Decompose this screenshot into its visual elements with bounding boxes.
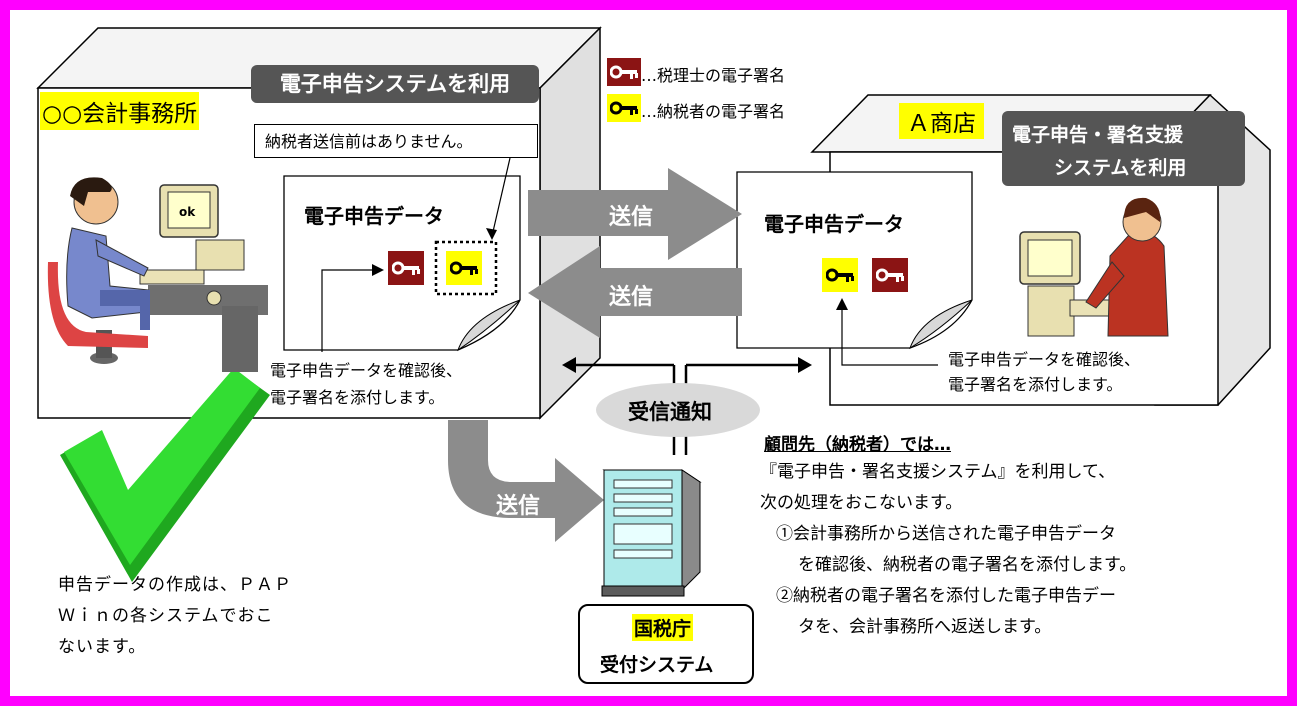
client-section-body: 『電子申告・署名支援システム』を利用して、 次の処理をおこないます。 ①会計事務…	[760, 457, 1136, 643]
client-section-heading: 顧問先（納税者）では…	[764, 435, 951, 455]
shop-doc-title: 電子申告データ	[764, 212, 904, 236]
send-back-arrow	[528, 246, 742, 338]
nta-label-line1: 国税庁	[632, 614, 694, 641]
client-item1-line1: ①会計事務所から送信された電子申告データ	[776, 524, 1116, 544]
shop-system-label: 電子申告・署名支援 システムを利用	[1002, 111, 1245, 186]
taxpayer-signature-slot	[434, 240, 498, 296]
receipt-notice-label: 受信通知	[628, 400, 712, 424]
office-name: ○○会計事務所	[40, 92, 200, 130]
office-confirm-line2: 電子署名を添付します。	[270, 388, 445, 407]
legend-taxpayer-label: …納税者の電子署名	[641, 102, 786, 121]
office-worker-illustration: ok	[47, 177, 268, 372]
shop-confirm-line1: 電子申告データを確認後、	[948, 350, 1141, 369]
legend-tax-accountant-key	[607, 58, 641, 86]
legend-taxpayer-key	[607, 94, 641, 122]
key-icon	[450, 261, 478, 275]
office-note-box: 納税者送信前はありません。	[254, 124, 538, 158]
office-confirm-line1: 電子申告データを確認後、	[270, 361, 463, 380]
server-icon	[601, 469, 702, 597]
office-doc-title: 電子申告データ	[304, 204, 444, 228]
client-item2-line2: タを、会計事務所へ返送します。	[798, 617, 1052, 637]
pap-note: 申告データの作成は、ＰＡＰ Ｗｉｎの各システムでおこ ないます。	[58, 570, 292, 663]
key-icon	[610, 65, 638, 79]
send-to-shop-label: 送信	[609, 205, 654, 230]
shop-worker-illustration	[1019, 197, 1169, 337]
office-system-label: 電子申告システムを利用	[251, 65, 539, 103]
send-to-nta-label: 送信	[496, 494, 541, 519]
send-to-shop-arrow	[528, 168, 742, 260]
svg-text:ok: ok	[179, 205, 196, 219]
shop-taxpayer-signature-key	[822, 258, 858, 292]
pap-note-line1: 申告データの作成は、ＰＡＰ	[58, 575, 292, 595]
shop-system-label-line2: システムを利用	[1054, 157, 1187, 179]
tax-accountant-signature-key	[388, 251, 424, 285]
shop-name: Ａ商店	[899, 103, 984, 139]
client-item2-line1: ②納税者の電子署名を添付した電子申告デー	[776, 586, 1116, 606]
checkmark-icon	[60, 368, 270, 582]
pap-note-line2: Ｗｉｎの各システムでおこ	[58, 606, 274, 626]
legend-tax-accountant-label: …税理士の電子署名	[641, 66, 786, 85]
key-icon	[876, 268, 904, 282]
pap-note-line3: ないます。	[58, 637, 147, 657]
key-icon	[826, 268, 854, 282]
taxpayer-signature-key	[446, 251, 482, 285]
nta-reception-system-box: 国税庁 受付システム	[578, 604, 754, 684]
client-item1-line2: を確認後、納税者の電子署名を添付します。	[798, 555, 1137, 575]
send-to-nta-arrow	[448, 420, 604, 542]
shop-tax-accountant-signature-key	[872, 258, 908, 292]
client-section-line1: 『電子申告・署名支援システム』を利用して、	[760, 462, 1116, 482]
key-icon	[610, 101, 638, 115]
receipt-notice-bubble	[596, 383, 760, 437]
send-back-label: 送信	[609, 285, 654, 310]
shop-system-label-line1: 電子申告・署名支援	[1012, 124, 1184, 146]
nta-label-line2: 受付システム	[600, 654, 714, 676]
shop-confirm-line2: 電子署名を添付します。	[948, 375, 1123, 394]
key-icon	[392, 261, 420, 275]
client-section-line2: 次の処理をおこないます。	[760, 493, 963, 513]
